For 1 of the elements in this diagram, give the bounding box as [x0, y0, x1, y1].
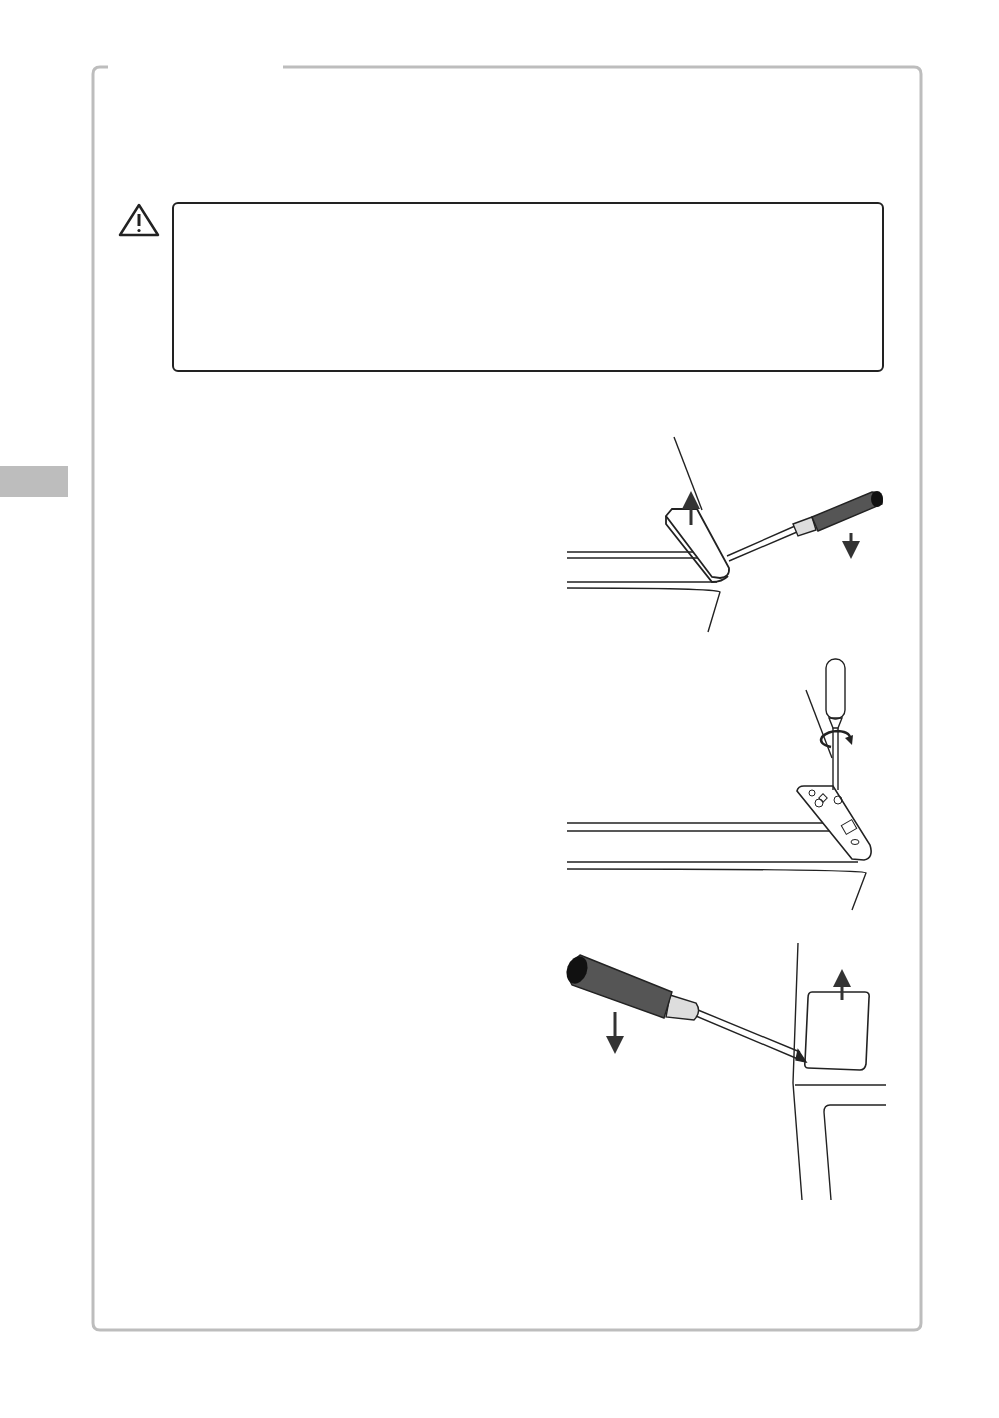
warning-box [172, 202, 884, 372]
